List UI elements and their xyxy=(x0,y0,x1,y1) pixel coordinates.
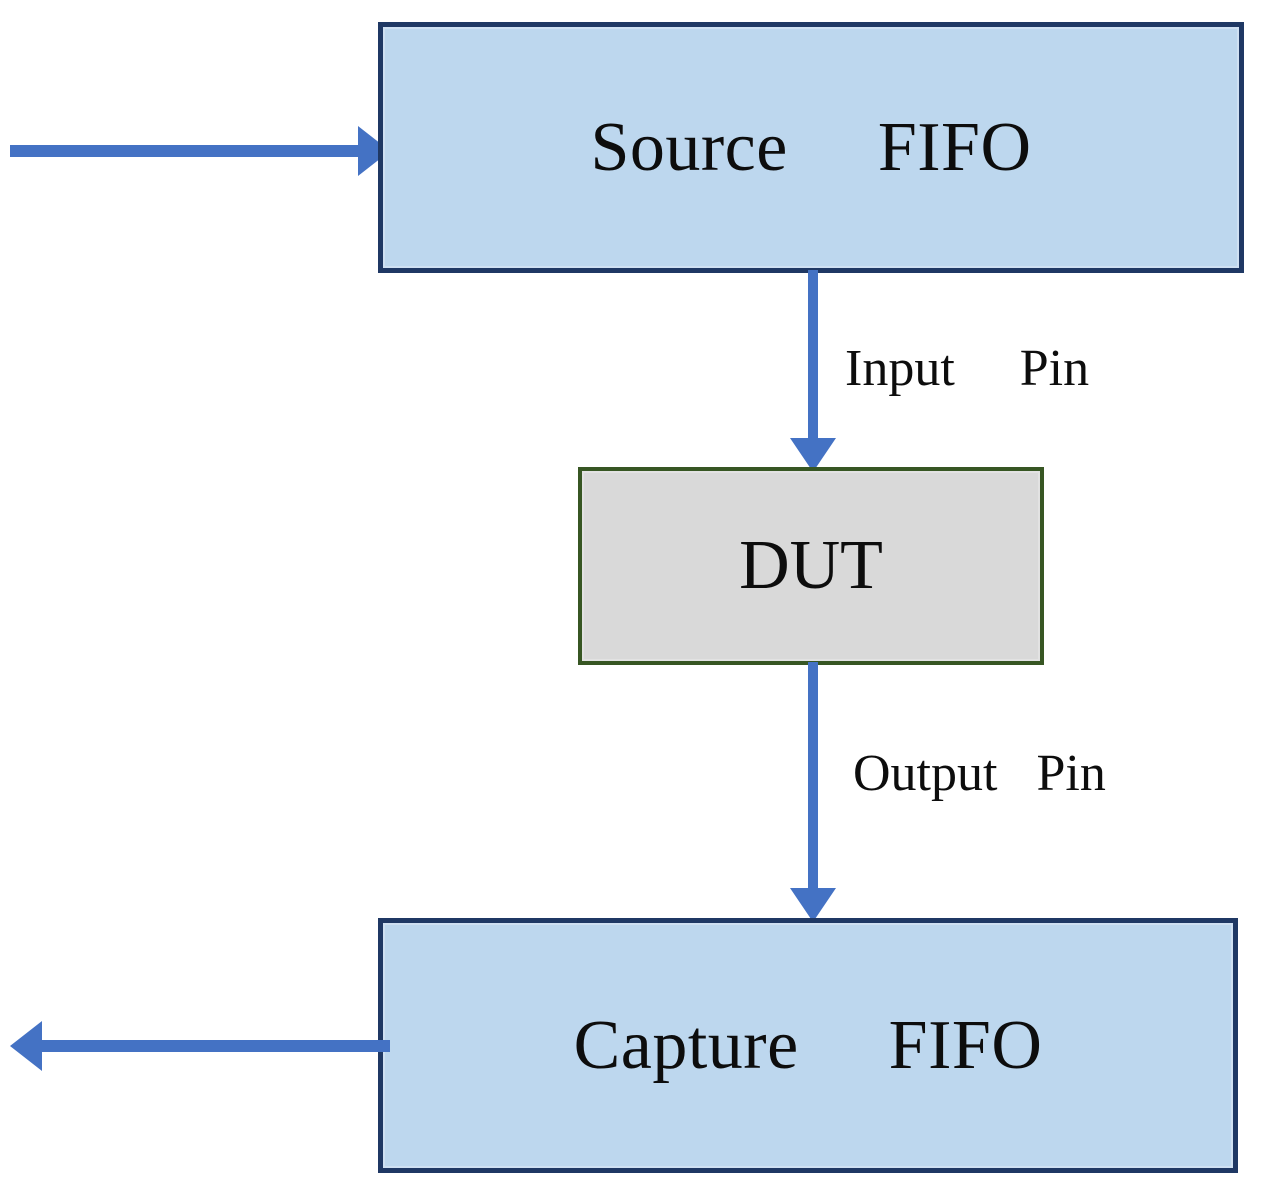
arrow-source-to-dut xyxy=(790,270,836,472)
arrow-dut-to-capture xyxy=(790,662,836,922)
block-dut[interactable]: DUT xyxy=(578,467,1044,665)
block-dut-label: DUT xyxy=(739,527,883,604)
block-capture-fifo[interactable]: Capture FIFO xyxy=(378,918,1238,1173)
block-source-fifo-label: Source FIFO xyxy=(590,108,1032,186)
arrow-stimulus-in xyxy=(10,126,390,176)
block-capture-fifo-label: Capture FIFO xyxy=(573,1006,1043,1084)
arrowhead-left-icon xyxy=(10,1021,390,1071)
arrowhead-down-icon xyxy=(790,270,836,472)
edge-label-input-pin: Input Pin xyxy=(845,340,1090,397)
arrowhead-right-icon xyxy=(10,126,390,176)
arrow-response-out xyxy=(10,1021,390,1071)
arrowhead-down-icon xyxy=(790,662,836,922)
block-source-fifo[interactable]: Source FIFO xyxy=(378,22,1244,273)
edge-label-output-pin: Output Pin xyxy=(853,745,1106,802)
